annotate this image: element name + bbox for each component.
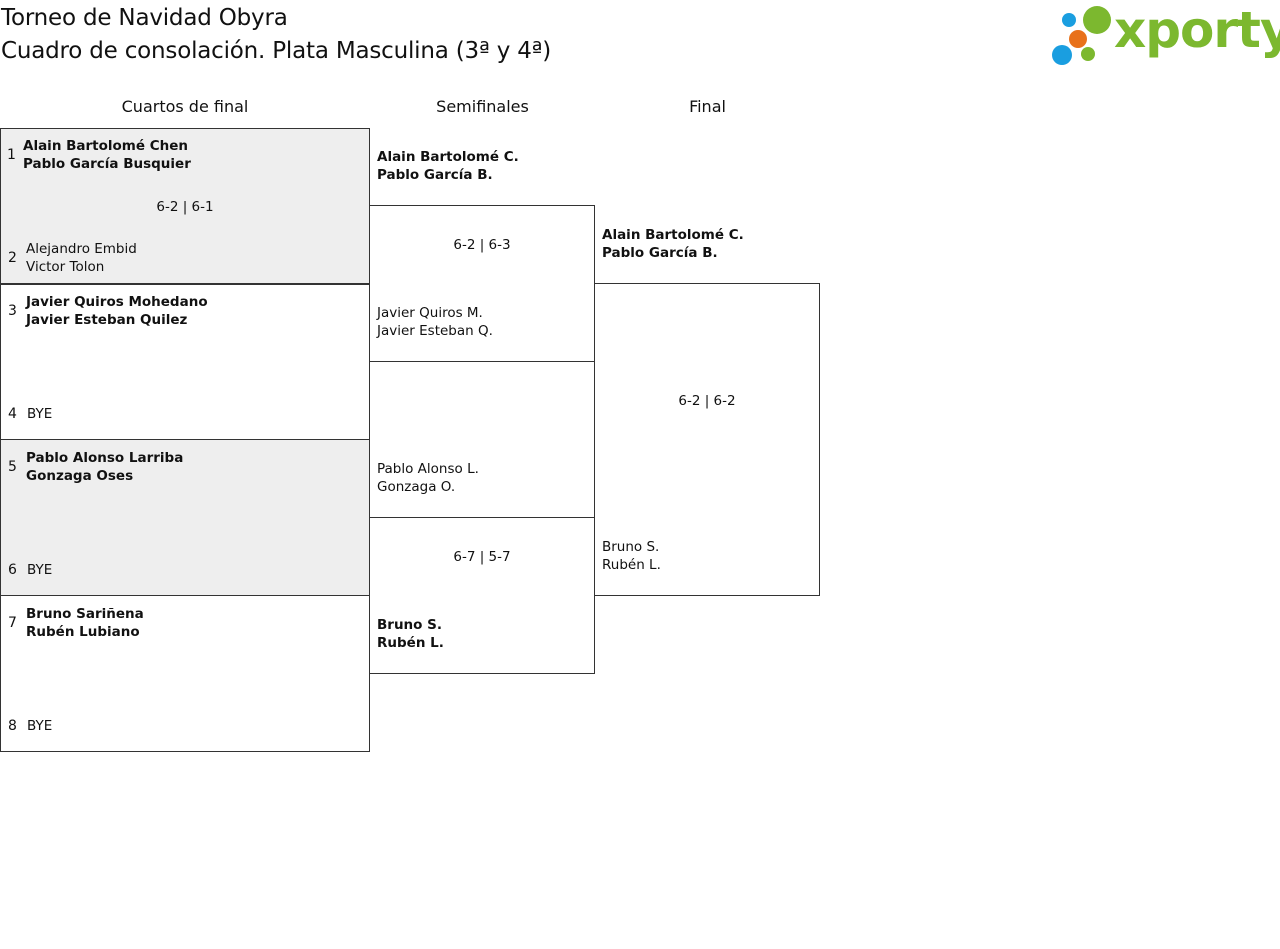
- bye-entry: BYE: [27, 718, 53, 734]
- column-header-quarterfinals: Cuartos de final: [121, 97, 249, 116]
- player-name: Gonzaga Oses: [26, 468, 134, 484]
- seed-number: 3: [8, 303, 17, 319]
- sf1-team-b[interactable]: Javier Quiros M. Javier Esteban Q.: [377, 304, 493, 340]
- sf1-team-a[interactable]: Alain Bartolomé C. Pablo García B.: [377, 148, 519, 184]
- player-name: Rubén L.: [377, 635, 444, 651]
- player-name: Pablo García B.: [602, 245, 718, 261]
- bye-entry: BYE: [27, 406, 53, 422]
- column-header-final: Final: [689, 97, 726, 116]
- final-team-b[interactable]: Bruno S. Rubén L.: [602, 538, 661, 574]
- bye-entry: BYE: [27, 562, 53, 578]
- match-score: 6-2 | 6-2: [678, 393, 736, 409]
- player-name: Victor Tolon: [26, 259, 105, 275]
- player-name: Rubén Lubiano: [26, 624, 140, 640]
- player-name: Javier Quiros Mohedano: [26, 294, 208, 310]
- match-score: 6-2 | 6-3: [453, 237, 511, 253]
- seed-number: 6: [8, 562, 17, 578]
- seed-number: 8: [8, 718, 17, 734]
- player-name: Javier Quiros M.: [377, 305, 483, 321]
- seed-number: 2: [8, 250, 17, 266]
- seed-number: 1: [7, 147, 16, 163]
- qf-match-3: 5 Pablo Alonso Larriba Gonzaga Oses 6 BY…: [0, 439, 370, 596]
- seed-number: 5: [8, 459, 17, 475]
- player-name: Javier Esteban Quilez: [26, 312, 188, 328]
- seed-number: 4: [8, 406, 17, 422]
- logo-dot-green-small: [1081, 47, 1095, 61]
- team-entry[interactable]: Alain Bartolomé Chen Pablo García Busqui…: [23, 137, 191, 173]
- player-name: Pablo García Busquier: [23, 156, 191, 172]
- seed-number: 7: [8, 615, 17, 631]
- player-name: Alejandro Embid: [26, 241, 137, 257]
- qf-match-2: 3 Javier Quiros Mohedano Javier Esteban …: [0, 283, 370, 440]
- logo-wordmark: xporty: [1114, 1, 1280, 59]
- sf-match-2: 6-7 | 5-7 Bruno S. Rubén L.: [369, 517, 595, 674]
- player-name: Pablo Alonso Larriba: [26, 450, 184, 466]
- match-score: 6-7 | 5-7: [453, 549, 511, 565]
- player-name: Rubén L.: [602, 557, 661, 573]
- player-name: Alain Bartolomé C.: [377, 149, 519, 165]
- qf-match-1: 1 Alain Bartolomé Chen Pablo García Busq…: [0, 128, 370, 285]
- qf-match-4: 7 Bruno Sariñena Rubén Lubiano 8 BYE: [0, 595, 370, 752]
- sf2-team-a[interactable]: Pablo Alonso L. Gonzaga O.: [377, 460, 479, 496]
- logo-dot-blue-small: [1052, 45, 1072, 65]
- player-name: Alain Bartolomé C.: [602, 227, 744, 243]
- sf2-team-b[interactable]: Bruno S. Rubén L.: [377, 616, 444, 652]
- sf-match-1: 6-2 | 6-3 Javier Quiros M. Javier Esteba…: [369, 205, 595, 362]
- player-name: Bruno S.: [602, 539, 660, 555]
- tournament-title: Torneo de Navidad Obyra: [1, 5, 288, 31]
- final-match: 6-2 | 6-2 Bruno S. Rubén L.: [594, 283, 820, 596]
- team-entry[interactable]: Javier Quiros Mohedano Javier Esteban Qu…: [26, 293, 208, 329]
- team-entry[interactable]: Pablo Alonso Larriba Gonzaga Oses: [26, 449, 183, 485]
- logo-dot-orange: [1069, 30, 1087, 48]
- match-score: 6-2 | 6-1: [156, 199, 214, 215]
- player-name: Alain Bartolomé Chen: [23, 138, 189, 154]
- player-name: Pablo García B.: [377, 167, 493, 183]
- player-name: Pablo Alonso L.: [377, 461, 479, 477]
- player-name: Bruno Sariñena: [26, 606, 144, 622]
- logo-dot-green: [1083, 6, 1111, 34]
- team-entry[interactable]: Bruno Sariñena Rubén Lubiano: [26, 605, 144, 641]
- final-team-a[interactable]: Alain Bartolomé C. Pablo García B.: [602, 226, 744, 262]
- player-name: Bruno S.: [377, 617, 442, 633]
- player-name: Gonzaga O.: [377, 479, 456, 495]
- xporty-logo[interactable]: xporty: [1048, 1, 1280, 68]
- team-entry[interactable]: Alejandro Embid Victor Tolon: [26, 240, 137, 276]
- draw-subtitle: Cuadro de consolación. Plata Masculina (…: [1, 38, 552, 64]
- player-name: Javier Esteban Q.: [377, 323, 493, 339]
- column-header-semifinals: Semifinales: [436, 97, 529, 116]
- logo-dot-blue: [1062, 13, 1076, 27]
